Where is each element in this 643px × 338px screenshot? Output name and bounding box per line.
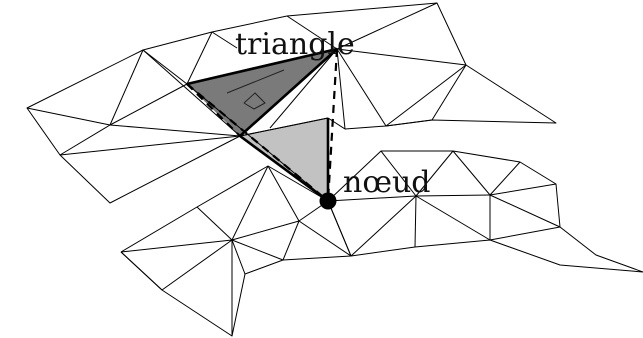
triangle-label: triangle (235, 27, 355, 62)
node-point (319, 192, 337, 210)
normal-vector-marker (226, 69, 285, 110)
lower-mesh (120, 150, 643, 337)
node-label: nœud (343, 165, 431, 200)
projection-region (240, 118, 328, 201)
dashed-lines (186, 48, 339, 202)
upper-mesh (26, 2, 557, 204)
lower-mesh-outline (120, 150, 643, 273)
